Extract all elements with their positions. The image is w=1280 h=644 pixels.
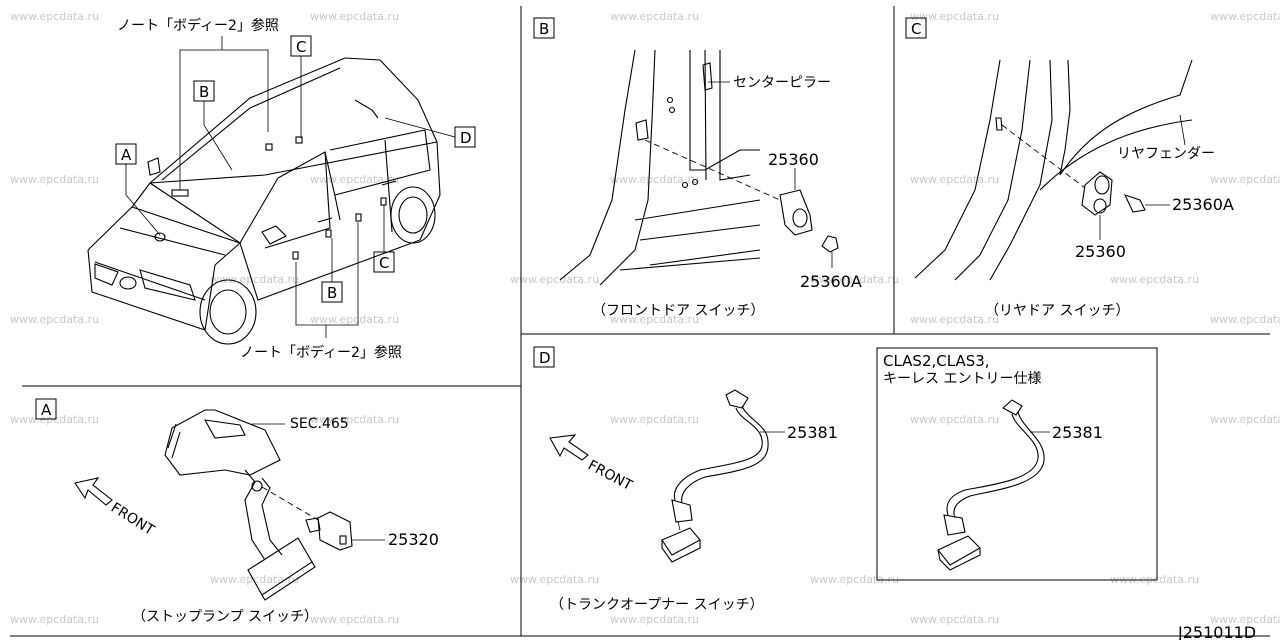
callout-b-top-letter: B: [199, 83, 209, 101]
part-number-25360: 25360: [1075, 242, 1126, 261]
diagram-code: J251011D: [1177, 623, 1256, 640]
watermark: www.epcdata.ru: [10, 173, 99, 186]
rear-fender-drawing: [914, 59, 1193, 281]
watermark: www.epcdata.ru: [210, 573, 299, 586]
part-number-25320: 25320: [388, 530, 439, 549]
watermark: www.epcdata.ru: [910, 10, 999, 23]
watermark: www.epcdata.ru: [210, 273, 299, 286]
watermark: www.epcdata.ru: [910, 613, 999, 626]
center-pillar-label: センターピラー: [733, 75, 831, 91]
pedal-assembly: [164, 409, 353, 601]
panel-c-letter: C: [911, 20, 921, 38]
panel-c-rear-door-switch: C リヤフェンダー 25360A 25360 （リヤドア スイッチ）: [905, 17, 1234, 319]
panel-a-letter-box: [35, 398, 57, 420]
watermark: www.epcdata.ru: [310, 313, 399, 326]
trunk-switch-harness: [661, 389, 769, 563]
watermark: www.epcdata.ru: [610, 413, 699, 426]
watermark: www.epcdata.ru: [1210, 413, 1280, 426]
watermark: www.epcdata.ru: [910, 313, 999, 326]
watermark: www.epcdata.ru: [910, 173, 999, 186]
panel-d-trunk-opener-switch: D 25381 FRONT CLAS2,CLAS3, キーレス エントリー仕様: [533, 346, 1158, 613]
variant-spec: キーレス エントリー仕様: [883, 371, 1041, 387]
panel-b-caption: （フロントドア スイッチ）: [592, 303, 764, 319]
panel-b-front-door-switch: B センターピラー 25360 25360A （フロントドア スイッチ）: [533, 17, 862, 319]
callout-d-letter: D: [460, 129, 472, 147]
watermark: www.epcdata.ru: [310, 10, 399, 23]
watermark: www.epcdata.ru: [610, 613, 699, 626]
callout-a-letter: A: [121, 146, 132, 164]
keyless-entry-variant-box: [876, 347, 1158, 581]
panel-a-caption: （ストップランプ スイッチ）: [132, 609, 318, 625]
front-direction-label: FRONT: [585, 457, 635, 494]
watermark: www.epcdata.ru: [810, 273, 899, 286]
panel-c-letter-box: [905, 17, 927, 39]
callout-b-bottom-letter: B: [327, 284, 337, 302]
part-number-25360: 25360: [768, 150, 819, 169]
watermark: www.epcdata.ru: [510, 273, 599, 286]
panel-b-letter: B: [539, 20, 549, 38]
watermark: www.epcdata.ru: [910, 413, 999, 426]
front-direction-label: FRONT: [108, 500, 157, 539]
watermark: www.epcdata.ru: [310, 413, 399, 426]
watermark: www.epcdata.ru: [310, 613, 399, 626]
keyless-trunk-switch-harness: [937, 399, 1045, 571]
vehicle-overview: ノート「ボディー2」参照: [87, 17, 476, 361]
center-pillar-drawing: [559, 49, 839, 286]
watermark: www.epcdata.ru: [1210, 313, 1280, 326]
vehicle-outline: [87, 57, 441, 345]
panel-d-letter: D: [539, 349, 551, 367]
body-reference-note-bottom: ノート「ボディー2」参照: [240, 344, 402, 361]
part-number-25360a: 25360A: [800, 272, 862, 291]
body-reference-note: ノート「ボディー2」参照: [117, 17, 279, 34]
panel-a-stop-lamp-switch: A SEC.465 25320 FRONT （ストップランプ スイッチ）: [35, 398, 439, 625]
callout-c-bottom-letter: C: [379, 254, 389, 272]
watermark: www.epcdata.ru: [510, 573, 599, 586]
watermark: www.epcdata.ru: [10, 613, 99, 626]
variant-models: CLAS2,CLAS3,: [883, 352, 990, 370]
front-arrow-icon: FRONT: [74, 477, 157, 539]
callout-c-top-letter: C: [296, 38, 306, 56]
panel-d-letter-box: [533, 346, 555, 368]
panel-c-caption: （リヤドア スイッチ）: [985, 303, 1129, 319]
watermark: www.epcdata.ru: [610, 10, 699, 23]
watermark: www.epcdata.ru: [610, 313, 699, 326]
watermark: www.epcdata.ru: [1210, 613, 1280, 626]
part-number-25360a: 25360A: [1172, 195, 1234, 214]
watermark: www.epcdata.ru: [1210, 10, 1280, 23]
part-number-25381: 25381: [787, 423, 838, 442]
front-arrow-icon: FRONT: [549, 434, 635, 494]
rear-fender-label: リヤフェンダー: [1117, 146, 1215, 162]
watermark: www.epcdata.ru: [610, 173, 699, 186]
watermark: www.epcdata.ru: [10, 10, 99, 23]
part-number-25381-keyless: 25381: [1052, 423, 1103, 442]
panel-dividers: [10, 6, 1270, 637]
watermark: www.epcdata.ru: [10, 313, 99, 326]
panel-d-caption: （トランクオープナー スイッチ）: [550, 597, 764, 613]
panel-a-letter: A: [41, 401, 52, 419]
watermark: www.epcdata.ru: [1210, 173, 1280, 186]
section-reference: SEC.465: [290, 416, 349, 432]
watermark: www.epcdata.ru: [1110, 273, 1199, 286]
panel-b-letter-box: [533, 17, 555, 39]
